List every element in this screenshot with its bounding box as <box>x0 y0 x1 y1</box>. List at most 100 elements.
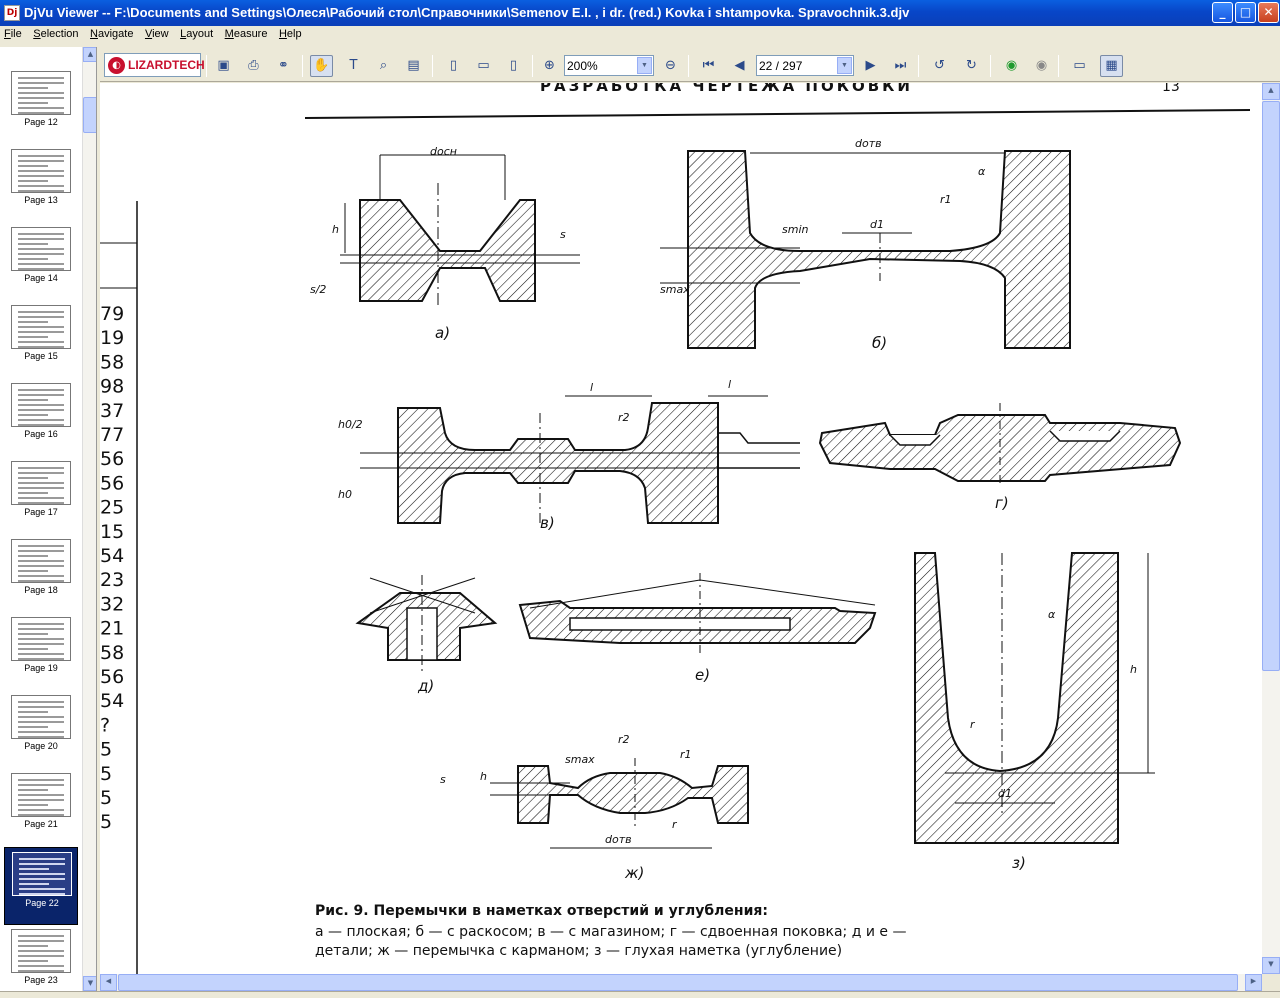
book-view-icon[interactable]: ▭ <box>1073 58 1086 73</box>
menu-selection[interactable]: Selection <box>33 28 79 40</box>
figure-b: dотв d1 smin smax α r1 б) <box>660 137 1071 352</box>
rotate-left-icon[interactable]: ↺ <box>934 58 945 73</box>
figure-z: h α r d1 з) <box>914 552 1155 872</box>
zoom-tool-icon[interactable]: ⌕ <box>379 58 388 73</box>
margin-number: 19 <box>100 327 124 349</box>
dim-s-half: s/2 <box>310 283 326 296</box>
sidebar-scroll-thumb[interactable] <box>83 97 96 133</box>
thumbnail-page[interactable]: Page 17 <box>4 457 78 535</box>
dim-d-osn: dосн <box>430 145 457 158</box>
thumbnail-page[interactable]: Page 19 <box>4 613 78 691</box>
menu-layout[interactable]: Layout <box>180 28 214 40</box>
menu-file[interactable]: File <box>4 28 22 40</box>
thumbnail-page[interactable]: Page 23 <box>4 925 78 991</box>
zoom-dropdown-arrow-icon[interactable]: ▼ <box>637 57 652 74</box>
single-page-icon[interactable]: ▯ <box>449 58 458 73</box>
scroll-down-arrow-icon[interactable]: ▼ <box>83 976 96 991</box>
rotate-right-icon[interactable]: ↻ <box>966 58 977 73</box>
menu-measure[interactable]: Measure <box>224 28 268 40</box>
thumbnail-image <box>11 773 71 817</box>
zoom-in-icon[interactable]: ⊕ <box>544 58 555 73</box>
hscroll-right-arrow-icon[interactable]: ▶ <box>1245 974 1262 991</box>
dim-r-zh: r <box>672 818 678 831</box>
toolbar: ◐ LIZARDTECH ▣ ⎙ ⚭ ✋ T ⌕ ▤ ▯ ▭ ▯ ⊕ ▼ ⊖ ⏮… <box>100 50 1280 82</box>
dim-d1-z: d1 <box>998 787 1012 800</box>
hand-tool-icon[interactable]: ✋ <box>310 55 333 77</box>
zoom-out-icon[interactable]: ⊖ <box>665 58 676 73</box>
figure-d: д) <box>355 575 498 695</box>
forward-icon[interactable]: ◉ <box>1035 58 1048 73</box>
logo-mark-icon: ◐ <box>108 57 125 74</box>
fit-page-icon[interactable]: ▭ <box>477 58 490 73</box>
zoom-combobox[interactable]: ▼ <box>564 55 654 76</box>
thumbnail-page[interactable]: Page 21 <box>4 769 78 847</box>
sidebar-scrollbar[interactable]: ▲ ▼ <box>82 47 96 991</box>
menu-navigate[interactable]: Navigate <box>90 28 134 40</box>
dim-r2-v: r2 <box>618 411 630 424</box>
menu-help[interactable]: Help <box>278 28 302 40</box>
next-page-icon[interactable]: ▶ <box>865 58 876 73</box>
toolbar-separator <box>1058 55 1059 77</box>
text-select-icon[interactable]: T <box>349 58 358 73</box>
thumbnail-label: Page 20 <box>24 741 58 751</box>
thumbnail-page[interactable]: Page 14 <box>4 223 78 301</box>
margin-number: 5 <box>100 811 112 833</box>
thumbnail-image <box>11 383 71 427</box>
margin-number: 5 <box>100 763 112 785</box>
page-dropdown-arrow-icon[interactable]: ▼ <box>837 57 852 74</box>
fig-label-g: г) <box>995 494 1009 512</box>
thumbnail-page[interactable]: Page 16 <box>4 379 78 457</box>
zoom-input[interactable] <box>567 58 637 73</box>
thumbnail-page[interactable]: Page 18 <box>4 535 78 613</box>
toolbar-separator <box>918 55 919 77</box>
minimize-button[interactable]: _ <box>1212 2 1233 23</box>
margin-number: 5 <box>100 787 112 809</box>
save-icon[interactable]: ▣ <box>217 58 230 73</box>
menu-view[interactable]: View <box>144 28 169 40</box>
margin-number: 58 <box>100 642 124 664</box>
vertical-scroll-thumb[interactable] <box>1262 101 1280 671</box>
thumbnail-page[interactable]: Page 22 <box>4 847 78 925</box>
toolbar-separator <box>432 55 433 77</box>
ruler-icon[interactable]: ▤ <box>407 58 420 73</box>
margin-number: 56 <box>100 666 124 688</box>
thumbnail-page[interactable]: Page 13 <box>4 145 78 223</box>
back-icon[interactable]: ◉ <box>1005 58 1018 73</box>
page-combobox[interactable]: ▼ <box>756 55 854 76</box>
close-button[interactable]: ✕ <box>1258 2 1279 23</box>
scroll-up-arrow-icon[interactable]: ▲ <box>83 47 96 62</box>
thumbnail-label: Page 18 <box>24 585 58 595</box>
vscroll-up-arrow-icon[interactable]: ▲ <box>1262 83 1280 100</box>
title-bar: Dj DjVu Viewer -- F:\Documents and Setti… <box>0 0 1280 26</box>
toolbar-separator <box>206 55 207 77</box>
app-icon[interactable]: Dj <box>4 5 20 21</box>
thumbnail-page[interactable]: Page 15 <box>4 301 78 379</box>
lizardtech-logo[interactable]: ◐ LIZARDTECH <box>104 53 205 77</box>
horizontal-scroll-thumb[interactable] <box>118 974 1238 991</box>
thumbnails-view-icon[interactable]: ▦ <box>1100 55 1123 77</box>
last-page-icon[interactable]: ⏭ <box>894 58 907 73</box>
horizontal-scrollbar[interactable]: ◀ ▶ <box>100 974 1262 991</box>
previous-page-icon[interactable]: ◀ <box>734 58 745 73</box>
hscroll-left-arrow-icon[interactable]: ◀ <box>100 974 117 991</box>
thumbnail-image <box>11 227 71 271</box>
print-icon[interactable]: ⎙ <box>248 58 259 73</box>
thumbnail-image <box>11 929 71 973</box>
thumbnail-page[interactable]: Page 12 <box>4 67 78 145</box>
find-binoculars-icon[interactable]: ⚭ <box>278 58 289 73</box>
maximize-button[interactable]: □ <box>1235 2 1256 23</box>
page-number: 13 <box>1162 83 1180 95</box>
margin-number: 54 <box>100 690 124 712</box>
vertical-scrollbar[interactable]: ▲ ▼ <box>1262 83 1280 974</box>
dim-r1-b: r1 <box>940 193 952 206</box>
vscroll-down-arrow-icon[interactable]: ▼ <box>1262 957 1280 974</box>
first-page-icon[interactable]: ⏮ <box>702 58 715 73</box>
page-input[interactable] <box>759 58 837 73</box>
thumbnail-image <box>11 461 71 505</box>
fit-width-icon[interactable]: ▯ <box>509 58 518 73</box>
dim-l-v2: l <box>728 378 731 391</box>
thumbnail-page[interactable]: Page 20 <box>4 691 78 769</box>
